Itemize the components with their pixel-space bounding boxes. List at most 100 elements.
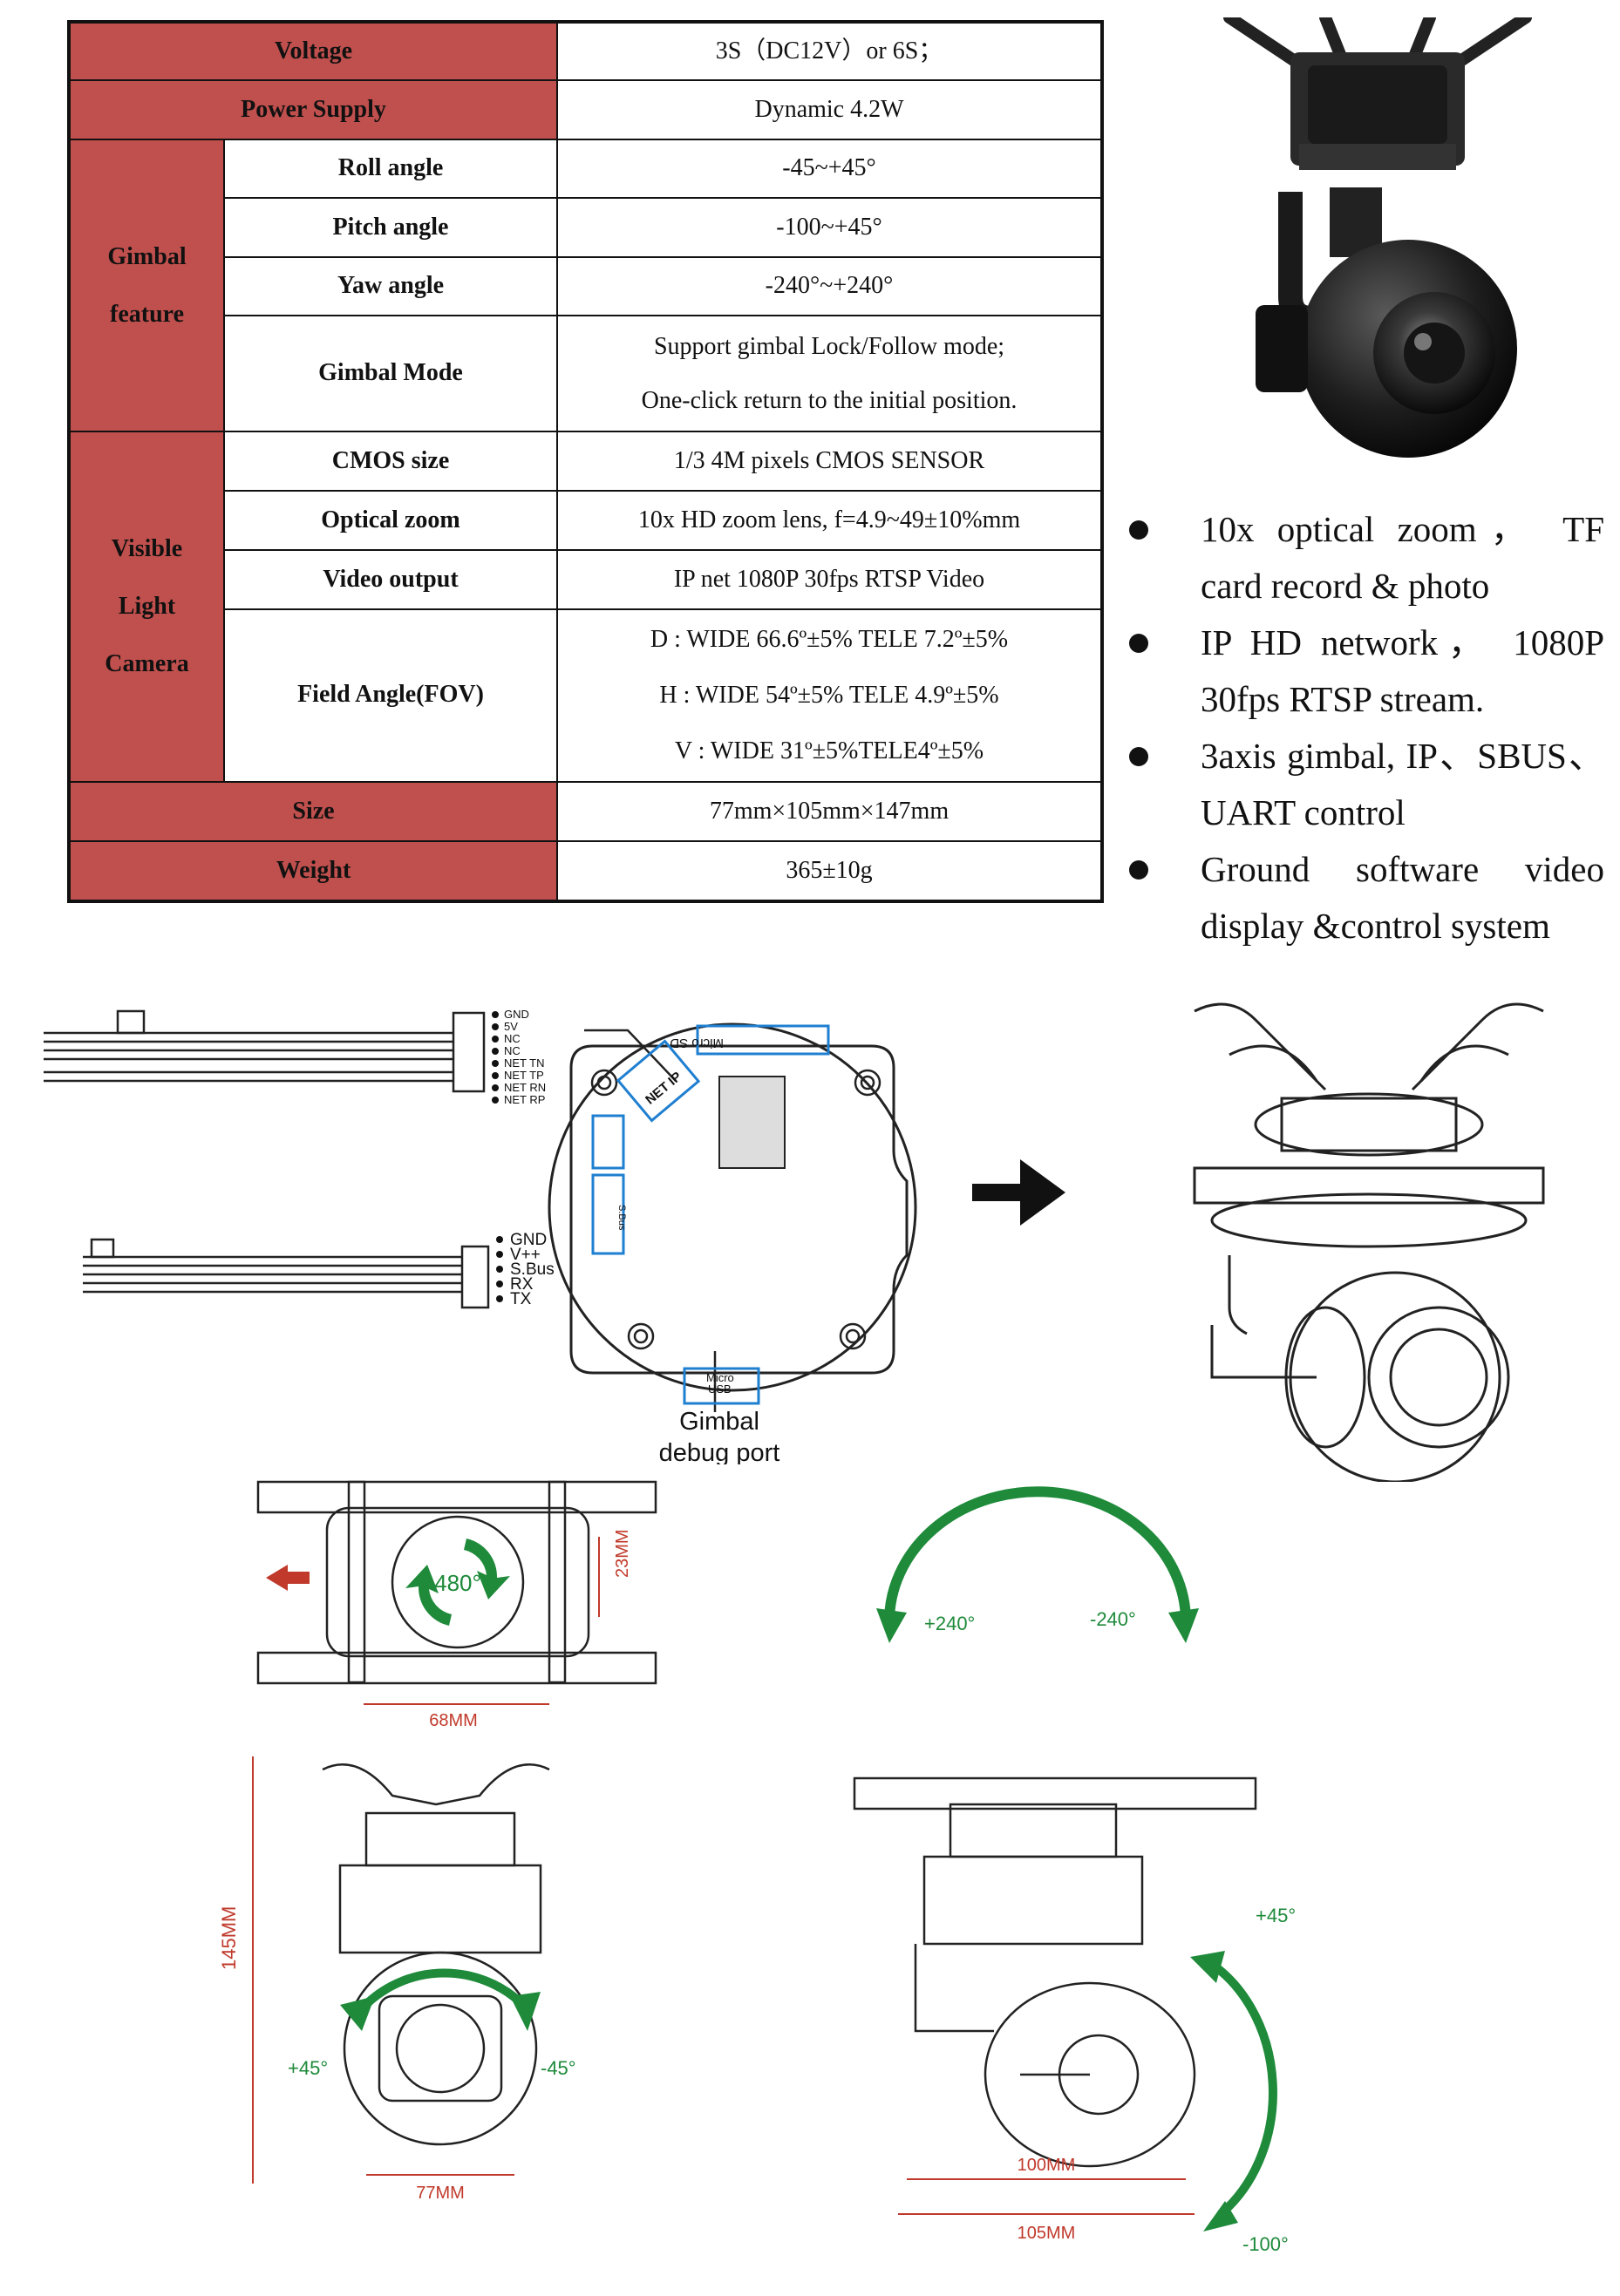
microsd-label: Micro SD: [670, 1036, 724, 1050]
side-pitch-up-label: +45°: [1256, 1905, 1296, 1926]
debug-caption-2: debug port: [659, 1439, 780, 1464]
gimbal-line-drawing: [1193, 1002, 1545, 1482]
microusb-label-2: USB: [708, 1382, 732, 1396]
fov-label: Field Angle(FOV): [223, 608, 558, 783]
size-label: Size: [68, 780, 558, 843]
video-value: IP net 1080P 30fps RTSP Video: [556, 549, 1103, 610]
microusb-label-1: Micro: [706, 1371, 734, 1384]
bullet-icon: [1129, 634, 1148, 653]
side-view: [853, 1776, 1257, 2168]
feature-item: 10x optical zoom， TF card record & photo: [1120, 501, 1604, 615]
arrow-down-icon: [1168, 1608, 1199, 1643]
pin-label: GND: [510, 1231, 547, 1249]
netip-port: [616, 1039, 701, 1123]
top-rotation-label: 480°: [434, 1570, 481, 1596]
camera-group-line1: Visible: [111, 535, 183, 563]
fov-value: D : WIDE 66.6º±5% TELE 7.2º±5% H : WIDE …: [556, 608, 1103, 783]
side-width-outer-label: 105MM: [1018, 2224, 1076, 2243]
pin-label: NET TP: [504, 1069, 544, 1082]
debug-caption-1: Gimbal: [679, 1408, 759, 1436]
zoom-label: Optical zoom: [223, 489, 558, 552]
pin-label: NC: [504, 1032, 521, 1045]
mode-value: Support gimbal Lock/Follow mode; One-cli…: [556, 315, 1103, 433]
camera-group-line2: Light: [118, 593, 176, 621]
control-board: [548, 1022, 917, 1392]
feature-item: 3axis gimbal, IP、SBUS、UART control: [1120, 728, 1604, 841]
cmos-label: CMOS size: [223, 431, 558, 492]
pin-label: V++: [510, 1246, 541, 1264]
feature-item: Ground software video display &control s…: [1120, 841, 1604, 954]
video-label: Video output: [223, 549, 558, 610]
spec-table: Voltage 3S（DC12V）or 6S； Power Supply Dyn…: [67, 20, 1104, 903]
mode-value-line2: One-click return to the initial position…: [641, 386, 1018, 414]
cable1-plug: [116, 1009, 146, 1035]
cmos-value: 1/3 4M pixels CMOS SENSOR: [556, 431, 1103, 492]
mode-label: Gimbal Mode: [223, 315, 558, 433]
rotate-ccw-icon: [405, 1565, 452, 1626]
zoom-value: 10x HD zoom lens, f=4.9~49±10%mm: [556, 489, 1103, 552]
pin-label: S.Bus: [510, 1260, 555, 1279]
fov-v: V : WIDE 31º±5%TELE4º±5%: [674, 737, 984, 764]
pin-label: NET RP: [504, 1093, 545, 1106]
fov-h: H : WIDE 54º±5% TELE 4.9º±5%: [659, 681, 999, 709]
gimbal-group-line1: Gimbal: [107, 242, 187, 270]
pin-label: NET TN: [504, 1056, 544, 1070]
feature-text: 10x optical zoom， TF card record & photo: [1201, 509, 1604, 606]
front-height-label: 145MM: [218, 1906, 240, 1970]
microsd-port: [696, 1024, 830, 1056]
front-width-label: 77MM: [416, 2184, 465, 2203]
bullet-icon: [1129, 860, 1148, 880]
gimbal-feature-group: Gimbal feature: [68, 138, 225, 433]
side-port: [591, 1114, 625, 1170]
rotate-cw-icon: [464, 1539, 510, 1600]
netip-label: NET IP: [643, 1070, 684, 1108]
yaw-value: -240°~+240°: [556, 255, 1103, 317]
power-label: Power Supply: [68, 79, 558, 140]
camera-photo: [1223, 17, 1532, 458]
voltage-value: 3S（DC12V）or 6S；: [556, 20, 1103, 82]
top-width-label: 68MM: [429, 1711, 478, 1730]
feature-text: 3axis gimbal, IP、SBUS、UART control: [1201, 736, 1604, 832]
front-roll-right-label: -45°: [541, 2057, 576, 2079]
sbus-ppm-port: [591, 1173, 625, 1255]
mode-value-line1: Support gimbal Lock/Follow mode;: [653, 332, 1005, 360]
microusb-port: [683, 1367, 760, 1405]
roll-label: Roll angle: [223, 138, 558, 200]
feature-text: IP HD network， 1080P 30fps RTSP stream.: [1201, 622, 1604, 719]
yaw-right-label: -240°: [1090, 1608, 1136, 1630]
pitch-value: -100~+45°: [556, 197, 1103, 258]
pin-label: NC: [504, 1044, 521, 1057]
gimbal-group-line2: feature: [110, 300, 184, 328]
camera-group: Visible Light Camera: [68, 431, 225, 783]
pin-label: TX: [510, 1290, 532, 1308]
yaw-label: Yaw angle: [223, 255, 558, 317]
yaw-left-label: +240°: [924, 1613, 975, 1634]
left-arrow-icon: [266, 1565, 310, 1591]
front-roll-left-label: +45°: [288, 2057, 328, 2079]
side-pitch-down-label: -100°: [1242, 2233, 1289, 2255]
right-arrow-icon: [972, 1159, 1065, 1226]
cable2-connector: [460, 1245, 490, 1309]
arrow-down-icon: [876, 1608, 907, 1643]
dimension-drawings: 480° 23MM 68MM +240° -240° +45° -45° 145…: [218, 1480, 1296, 2255]
size-value: 77mm×105mm×147mm: [556, 780, 1103, 843]
front-view: [322, 1763, 550, 2146]
cable2-plug: [90, 1238, 115, 1259]
top-view: [256, 1480, 657, 1685]
voltage-label: Voltage: [68, 20, 558, 82]
cable1-connector: [452, 1011, 486, 1093]
top-height-label: 23MM: [613, 1529, 632, 1578]
pin-label: 5V: [504, 1020, 518, 1033]
feature-text: Ground software video display &control s…: [1201, 849, 1604, 946]
sbus-label: S.Bus: [616, 1205, 627, 1231]
pitch-label: Pitch angle: [223, 197, 558, 258]
bullet-icon: [1129, 747, 1148, 766]
roll-value: -45~+45°: [556, 138, 1103, 200]
weight-value: 365±10g: [556, 840, 1103, 902]
feature-item: IP HD network， 1080P 30fps RTSP stream.: [1120, 615, 1604, 728]
side-width-inner-label: 100MM: [1018, 2156, 1076, 2175]
feature-list: 10x optical zoom， TF card record & photo…: [1120, 501, 1604, 954]
weight-label: Weight: [68, 840, 558, 902]
yaw-arc: [884, 1486, 1191, 1622]
power-value: Dynamic 4.2W: [556, 79, 1103, 140]
